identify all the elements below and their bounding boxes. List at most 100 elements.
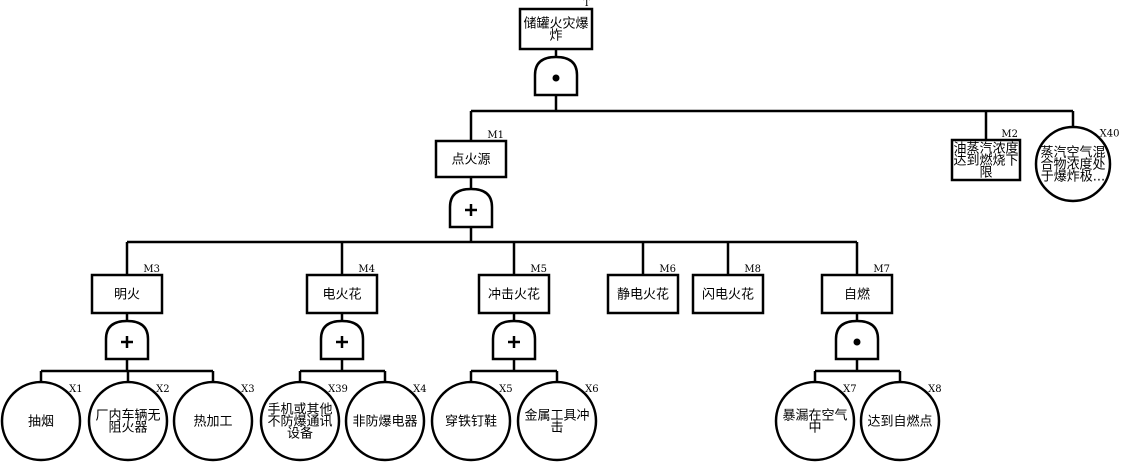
event-m7[interactable]: 自燃 M7 (820, 264, 894, 315)
event-code: X8 (928, 384, 941, 395)
event-code: M5 (530, 264, 547, 275)
event-code: X5 (499, 384, 512, 395)
event-code: X1 (69, 384, 82, 395)
event-code: M3 (143, 264, 160, 275)
event-code: X3 (241, 384, 254, 395)
event-code: M4 (358, 264, 375, 275)
event-m8[interactable]: 闪电火花 M8 (691, 264, 765, 315)
event-label: 达到燃烧下 (953, 153, 1018, 169)
basic-event-circle (859, 380, 941, 462)
connector-m7 (813, 313, 902, 382)
event-label: 中 (808, 421, 821, 436)
or-gate-icon (319, 319, 365, 361)
event-box (950, 138, 1022, 182)
event-label: 蒸汽空气混 (1040, 145, 1105, 161)
event-code: X4 (413, 384, 426, 395)
event-m3[interactable]: 明火 M3 (90, 264, 164, 315)
basic-event-circle (259, 380, 341, 462)
event-label: 不防爆通讯 (267, 414, 332, 430)
connector-m5 (469, 313, 559, 382)
event-code: M8 (744, 264, 761, 275)
connector-m1 (125, 177, 859, 275)
event-box (90, 273, 164, 315)
or-gate-icon (491, 319, 537, 361)
event-label: 金属工具冲 (524, 408, 589, 424)
event-code: X40 (1100, 128, 1120, 139)
event-label: 厂内车辆无 (95, 408, 160, 424)
event-label: 自燃 (844, 287, 870, 303)
event-box (434, 139, 508, 179)
event-label: 明火 (114, 288, 140, 303)
event-label: 闪电火花 (702, 287, 754, 303)
event-box (305, 273, 379, 315)
connector-t (469, 49, 1075, 141)
or-gate-icon (104, 319, 150, 361)
event-code: X7 (843, 384, 856, 395)
event-label: 炸 (549, 29, 562, 44)
event-label: 暴漏在空气 (782, 408, 847, 424)
basic-event-circle (430, 380, 512, 462)
event-label: 限 (979, 166, 992, 181)
basic-event-x4[interactable]: 非防爆电器 X4 (344, 380, 427, 462)
event-label: 手机或其他 (267, 403, 332, 418)
event-label: 设备 (287, 426, 313, 442)
event-code: M2 (1001, 129, 1018, 140)
event-code: T (583, 0, 590, 9)
and-symbol (552, 74, 560, 82)
or-gate-icon (448, 187, 494, 229)
event-label: 抽烟 (28, 415, 54, 430)
basic-event-x1[interactable]: 抽烟 X1 (0, 380, 83, 462)
event-code: X6 (585, 384, 598, 395)
event-label: 达到自燃点 (867, 414, 932, 430)
event-label: 于爆炸极... (1041, 170, 1105, 185)
and-symbol (853, 338, 861, 346)
event-label: 阻火器 (108, 421, 147, 436)
event-m4[interactable]: 电火花 M4 (305, 264, 379, 315)
event-box (606, 273, 680, 315)
event-m1[interactable]: 点火源 M1 (434, 130, 508, 179)
basic-event-circle (87, 380, 169, 462)
event-box (820, 273, 894, 315)
basic-event-circle (1034, 125, 1112, 203)
event-code: M6 (659, 264, 676, 275)
event-label: 油蒸汽浓度 (953, 141, 1018, 157)
event-label: 合物浓度处 (1040, 157, 1105, 173)
event-code: M1 (487, 130, 504, 141)
and-gate-icon (834, 319, 880, 361)
basic-event-circle (172, 380, 254, 462)
basic-event-circle (774, 380, 856, 462)
event-label: 点火源 (451, 153, 490, 168)
event-label: 静电火花 (617, 287, 669, 303)
event-label: 非防爆电器 (352, 414, 417, 430)
basic-event-x8[interactable]: 达到自燃点 X8 (859, 380, 942, 462)
event-label: 储罐火灾爆 (523, 16, 588, 32)
event-label: 冲击火花 (488, 287, 540, 303)
event-label: 穿铁钉鞋 (445, 414, 497, 430)
event-box (691, 273, 765, 315)
basic-event-x3[interactable]: 热加工 X3 (172, 380, 255, 462)
event-box (477, 273, 551, 315)
event-code: X39 (328, 384, 348, 395)
event-m6[interactable]: 静电火花 M6 (606, 264, 680, 315)
event-code: M7 (873, 264, 890, 275)
basic-event-x5[interactable]: 穿铁钉鞋 X5 (430, 380, 513, 462)
and-gate-icon (533, 55, 579, 97)
basic-event-circle (516, 380, 598, 462)
event-label: 击 (550, 421, 563, 436)
event-box (518, 7, 594, 51)
connector-m3 (39, 313, 215, 382)
event-label: 电火花 (322, 287, 361, 303)
event-label: 热加工 (193, 415, 232, 430)
event-m5[interactable]: 冲击火花 M5 (477, 264, 551, 315)
basic-event-circle (0, 380, 82, 462)
basic-event-circle (344, 380, 426, 462)
connector-m4 (298, 313, 387, 382)
